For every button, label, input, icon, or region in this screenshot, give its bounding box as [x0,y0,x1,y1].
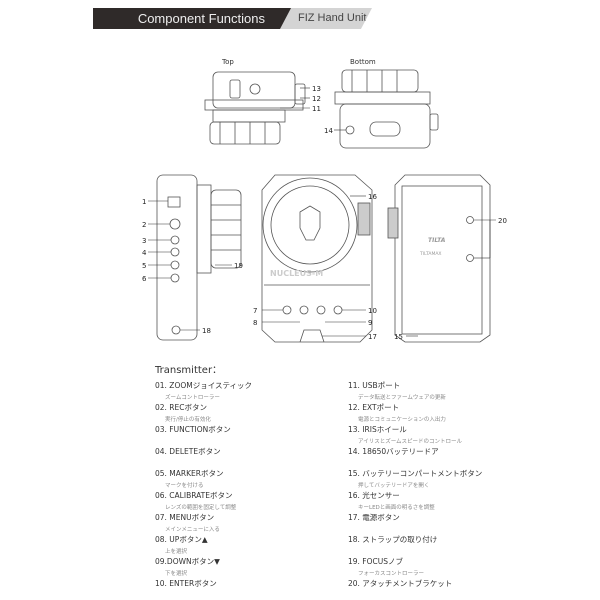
callout-20: 20 [498,217,507,225]
list-item: 16. 光センサーキーLEDと画面の明るさを調整 [348,490,538,511]
list-item: 15. バッテリーコンパートメントボタン押してバッテリードアを開く [348,468,538,489]
view-label-bottom: Bottom [350,58,376,66]
item-description: 実行/停止の有効化 [165,417,211,423]
item-description: 押してバッテリードアを開く [358,483,430,489]
list-item: 17. 電源ボタン [348,512,538,523]
callout-2: 2 [142,221,146,229]
item-title: 15. バッテリーコンパートメントボタン [348,469,483,478]
callout-14: 14 [324,127,333,135]
callout-12: 12 [312,95,321,103]
item-description: データ転送とファームウェアの更新 [358,395,446,401]
item-description: キーLEDと画面の明るさを調整 [358,505,435,511]
front-view-device: NUCLEUS-M [261,174,373,343]
callout-4: 4 [142,249,147,257]
list-item: 10. ENTERボタン [155,578,345,589]
logo-tiltamax: TILTAMAX [419,251,442,257]
header-title: Component Functions [93,8,293,29]
callout-3: 3 [142,237,146,245]
callout-6: 6 [142,275,147,283]
bottom-view-device [334,69,439,149]
item-title: 07. MENUボタン [155,513,215,522]
item-title: 03. FUNCTIONボタン [155,425,231,434]
item-title: 04. DELETEボタン [155,447,221,456]
callout-9: 9 [368,319,372,327]
item-title: 16. 光センサー [348,491,400,500]
list-item: 20. アタッチメントブラケット [348,578,538,589]
callout-18: 18 [202,327,211,335]
item-description: ズームコントローラー [165,395,220,401]
item-title: 14. 18650バッテリードア [348,447,439,456]
item-description: マークを付ける [165,483,204,489]
list-item: 04. DELETEボタン [155,446,345,457]
item-title: 06. CALIBRATEボタン [155,491,233,500]
item-title: 01. ZOOMジョイスティック [155,381,253,390]
callout-16: 16 [368,193,377,201]
list-item: 14. 18650バッテリードア [348,446,538,457]
list-item: 02. RECボタン実行/停止の有効化 [155,402,345,423]
callout-11: 11 [312,105,321,113]
list-item: 05. MARKERボタンマークを付ける [155,468,345,489]
list-item: 08. UPボタン▲ 上を選択 [155,534,345,555]
item-description: アイリスとズームスピードのコントロール [358,439,463,445]
list-item: 12. EXTポート電源とコミュニケーションの入出力 [348,402,538,423]
side-view-device [156,174,242,341]
logo-tilta: TILTA [428,237,446,244]
callout-5: 5 [142,262,146,270]
header-subtitle: FIZ Hand Unit [280,8,372,29]
back-view-device: TILTA TILTAMAX [387,174,491,343]
callout-7: 7 [253,307,257,315]
callout-8: 8 [253,319,257,327]
list-item: 01. ZOOMジョイスティックズームコントローラー [155,380,345,401]
list-item: 13. IRISホイールアイリスとズームスピードのコントロール [348,424,538,445]
callout-19: 19 [234,262,243,270]
item-title: 20. アタッチメントブラケット [348,579,453,588]
item-description: 上を選択 [165,549,188,555]
item-description: フォーカスコントローラー [358,571,425,577]
item-title: 12. EXTポート [348,403,400,412]
item-title: 17. 電源ボタン [348,513,400,522]
item-description: メインメニューに入る [165,527,220,533]
item-title: 13. IRISホイール [348,425,407,434]
list-item: 06. CALIBRATEボタンレンズの範囲を固定して調整 [155,490,345,511]
item-description: レンズの範囲を固定して調整 [165,505,237,511]
list-item: 19. FOCUSノブフォーカスコントローラー [348,556,538,577]
callout-1: 1 [142,198,146,206]
callout-10: 10 [368,307,377,315]
list-item: 07. MENUボタンメインメニューに入る [155,512,345,533]
callout-13: 13 [312,85,321,93]
item-title: 09.DOWNボタン▼ [155,557,220,566]
item-title: 08. UPボタン▲ [155,535,208,544]
top-view-device [204,71,306,145]
item-title: 18. ストラップの取り付け [348,535,438,544]
brand-label: NUCLEUS-M [270,269,323,278]
item-description: 下を選択 [165,571,188,577]
item-title: 11. USBポート [348,381,401,390]
callout-17: 17 [368,333,377,341]
view-label-top: Top [221,58,234,66]
item-title: 19. FOCUSノブ [348,557,404,566]
callout-15: 15 [394,333,403,341]
item-description: 電源とコミュニケーションの入出力 [358,417,446,423]
device-diagrams: Top Bottom [142,58,507,343]
item-title: 10. ENTERボタン [155,579,217,588]
item-title: 05. MARKERボタン [155,469,224,478]
list-item: 03. FUNCTIONボタン [155,424,345,435]
list-item: 09.DOWNボタン▼ 下を選択 [155,556,345,577]
list-item: 18. ストラップの取り付け [348,534,538,545]
item-title: 02. RECボタン [155,403,207,412]
list-item: 11. USBポートデータ転送とファームウェアの更新 [348,380,538,401]
section-title: Transmitter： [155,365,223,376]
